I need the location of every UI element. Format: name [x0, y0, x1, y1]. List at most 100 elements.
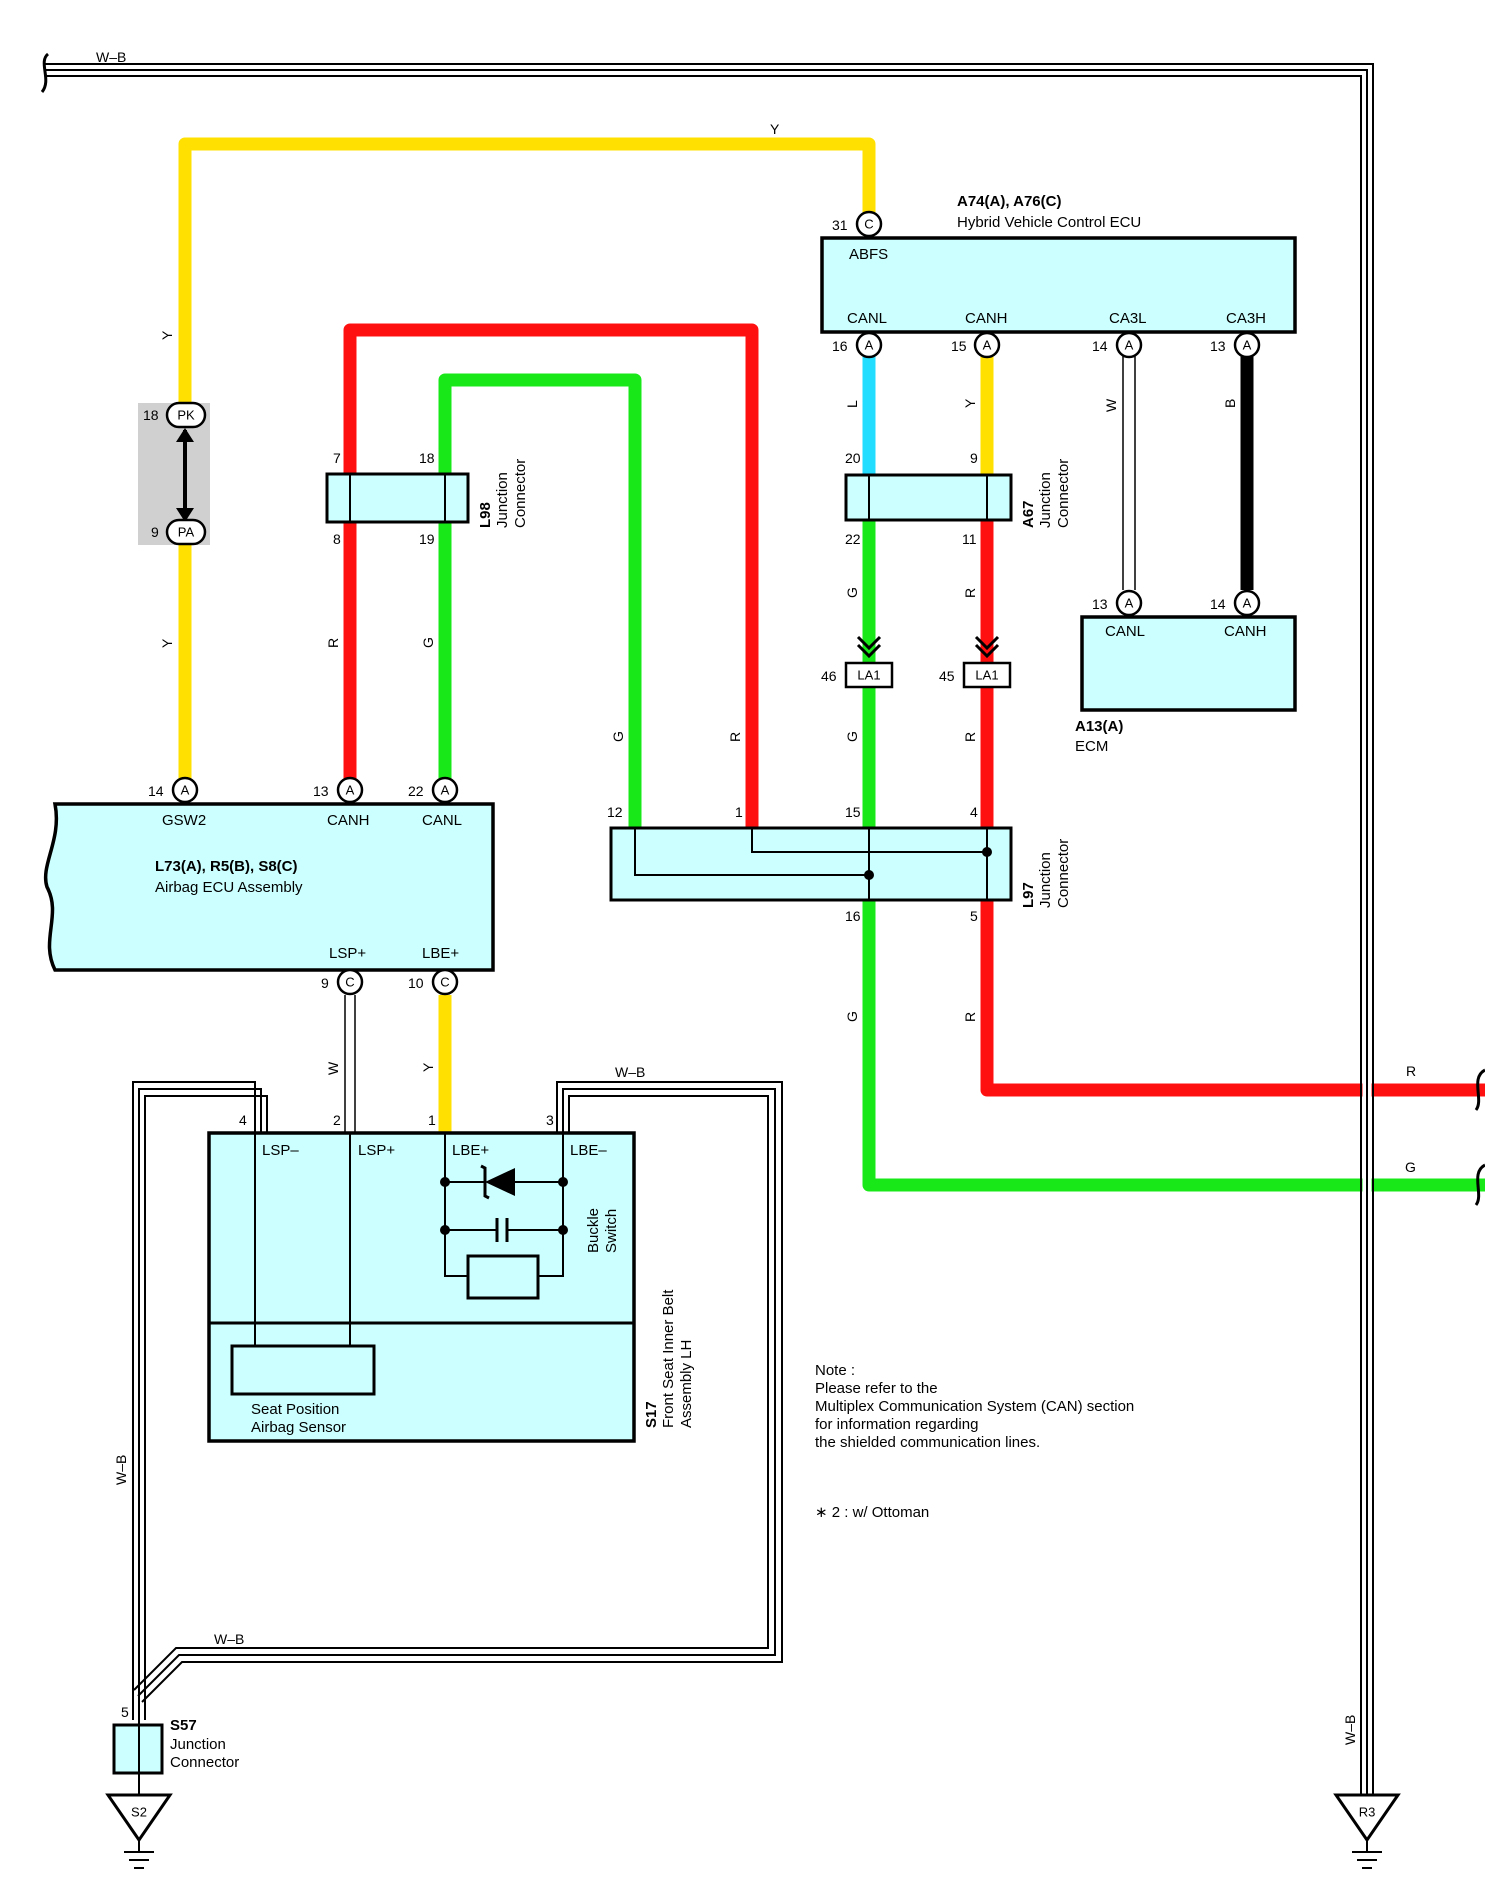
s57-code: S57 — [170, 1717, 197, 1734]
label-w-seat: W — [325, 1061, 341, 1075]
note-line-3: Multiplex Communication System (CAN) sec… — [815, 1398, 1134, 1415]
label-wb-s17: W–B — [615, 1064, 645, 1080]
seat-sensor-label-1: Seat Position — [251, 1401, 339, 1418]
hybrid-ecu-pin-15: A 15 — [951, 331, 1001, 359]
l98-pin-8: 8 — [333, 531, 341, 547]
s17-name-2: Assembly LH — [678, 1340, 695, 1428]
s17-pin-2: 2 — [333, 1112, 341, 1128]
s57-name-2: Connector — [170, 1754, 239, 1771]
hybrid-ecu-pin-16: A 16 — [832, 331, 883, 359]
s17-buckle-switch-label-1: Buckle — [585, 1208, 602, 1253]
hybrid-ecu-terminal-ca3l: CA3L — [1109, 310, 1147, 327]
ecm-pin-13: A 13 — [1092, 589, 1143, 617]
label-y-lower: Y — [159, 638, 175, 648]
svg-text:C: C — [345, 975, 354, 990]
airbag-ecu-pin-10: C 10 — [408, 968, 459, 996]
s17-pin-3: 3 — [546, 1112, 554, 1128]
pa-connector-pin — [165, 518, 207, 546]
l97-internal-links — [634, 828, 988, 900]
wire-w-lsp — [344, 995, 356, 1133]
label-r-l97-low: R — [962, 1012, 978, 1022]
zener-diode-icon — [480, 1164, 515, 1200]
svg-text:A: A — [1243, 596, 1252, 611]
label-r-a67-low: R — [962, 588, 978, 598]
s17-buckle-switch-label-2: Switch — [603, 1209, 620, 1253]
label-wb-left: W–B — [113, 1455, 129, 1485]
svg-text:LA1: LA1 — [975, 668, 998, 683]
ecm-box — [1080, 615, 1297, 712]
note-block: Note : Please refer to the Multiplex Com… — [815, 1362, 1134, 1521]
note-line-1: Note : — [815, 1362, 855, 1379]
ground-s2-icon — [105, 1773, 173, 1869]
ecm-terminal-canl: CANL — [1105, 623, 1145, 640]
svg-text:13: 13 — [1210, 338, 1226, 354]
seat-sensor-label-2: Airbag Sensor — [251, 1419, 346, 1436]
hybrid-ecu-code: A74(A), A76(C) — [957, 193, 1061, 210]
label-top-y: Y — [770, 121, 780, 137]
pa-pin-number: 9 — [151, 524, 159, 540]
s17-pin-4: 4 — [239, 1112, 247, 1128]
pk-connector-pin — [165, 401, 207, 429]
wire-r-l98-l97 — [343, 323, 759, 830]
seat-position-sensor-box — [230, 1344, 376, 1396]
l98-pin-19: 19 — [419, 531, 435, 547]
ecm-name: ECM — [1075, 738, 1108, 755]
hybrid-ecu-pin-13: A 13 — [1210, 331, 1261, 359]
s17-terminal-lsp-minus: LSP– — [262, 1142, 299, 1159]
s17-terminal-lbe-minus: LBE– — [570, 1142, 607, 1159]
ground-s2-label: S2 — [131, 1805, 147, 1820]
ecm-code: A13(A) — [1075, 718, 1123, 735]
airbag-ecu-name: Airbag ECU Assembly — [155, 879, 303, 896]
svg-text:14: 14 — [148, 783, 164, 799]
l97-name-2: Connector — [1055, 839, 1072, 908]
svg-text:16: 16 — [832, 338, 848, 354]
svg-text:46: 46 — [821, 668, 837, 684]
wire-break-mark-r — [1474, 1068, 1485, 1111]
label-y-a67: Y — [962, 398, 978, 408]
ecm-pin-14: A 14 — [1210, 589, 1261, 617]
l97-splice-r — [982, 847, 992, 857]
airbag-ecu-pin-13: A 13 — [313, 776, 364, 804]
l97-code: L97 — [1020, 882, 1037, 908]
footnote: ∗ 2 : w/ Ottoman — [815, 1504, 929, 1521]
wire-g-canl-main — [862, 520, 1485, 1192]
svg-text:LA1: LA1 — [857, 668, 880, 683]
label-r-mid: R — [727, 732, 743, 742]
capacitor-icon — [495, 1218, 509, 1242]
svg-text:A: A — [1243, 338, 1252, 353]
wire-wb-s17-loop — [132, 1081, 783, 1720]
label-wb-top: W–B — [96, 49, 126, 65]
note-line-2: Please refer to the — [815, 1380, 938, 1397]
airbag-ecu-pin-14: A 14 — [148, 776, 199, 804]
l97-splice-g — [864, 870, 874, 880]
pk-pin-label: PK — [177, 408, 195, 423]
a67-pin-9: 9 — [970, 450, 978, 466]
s17-pin-1: 1 — [428, 1112, 436, 1128]
airbag-ecu-terminal-lsp: LSP+ — [329, 945, 366, 962]
svg-text:A: A — [441, 783, 450, 798]
svg-text:15: 15 — [951, 338, 967, 354]
airbag-ecu-terminal-canl: CANL — [422, 812, 462, 829]
svg-text:10: 10 — [408, 975, 424, 991]
a67-code: A67 — [1020, 500, 1037, 528]
wire-break-mark — [40, 52, 50, 93]
wire-r-canh-main — [980, 520, 1485, 1097]
a67-connector-box — [844, 473, 1013, 522]
svg-text:A: A — [983, 338, 992, 353]
svg-text:C: C — [864, 217, 873, 232]
pa-pin-label: PA — [178, 525, 195, 540]
pk-pin-number: 18 — [143, 407, 159, 423]
l97-pin-16: 16 — [845, 908, 861, 924]
airbag-ecu-terminal-gsw2: GSW2 — [162, 812, 206, 829]
l97-pin-1: 1 — [735, 804, 743, 820]
label-l-a67: L — [844, 400, 860, 408]
svg-text:13: 13 — [313, 783, 329, 799]
hybrid-vehicle-ecu-box — [820, 236, 1297, 334]
a67-pin-22: 22 — [845, 531, 861, 547]
a67-pin-20: 20 — [845, 450, 861, 466]
hybrid-ecu-terminal-canl: CANL — [847, 310, 887, 327]
a67-name-1: Junction — [1037, 472, 1054, 528]
wire-wb-crossover — [1360, 1076, 1374, 1199]
hybrid-ecu-terminal-ca3h: CA3H — [1226, 310, 1266, 327]
ecm-terminal-canh: CANH — [1224, 623, 1267, 640]
